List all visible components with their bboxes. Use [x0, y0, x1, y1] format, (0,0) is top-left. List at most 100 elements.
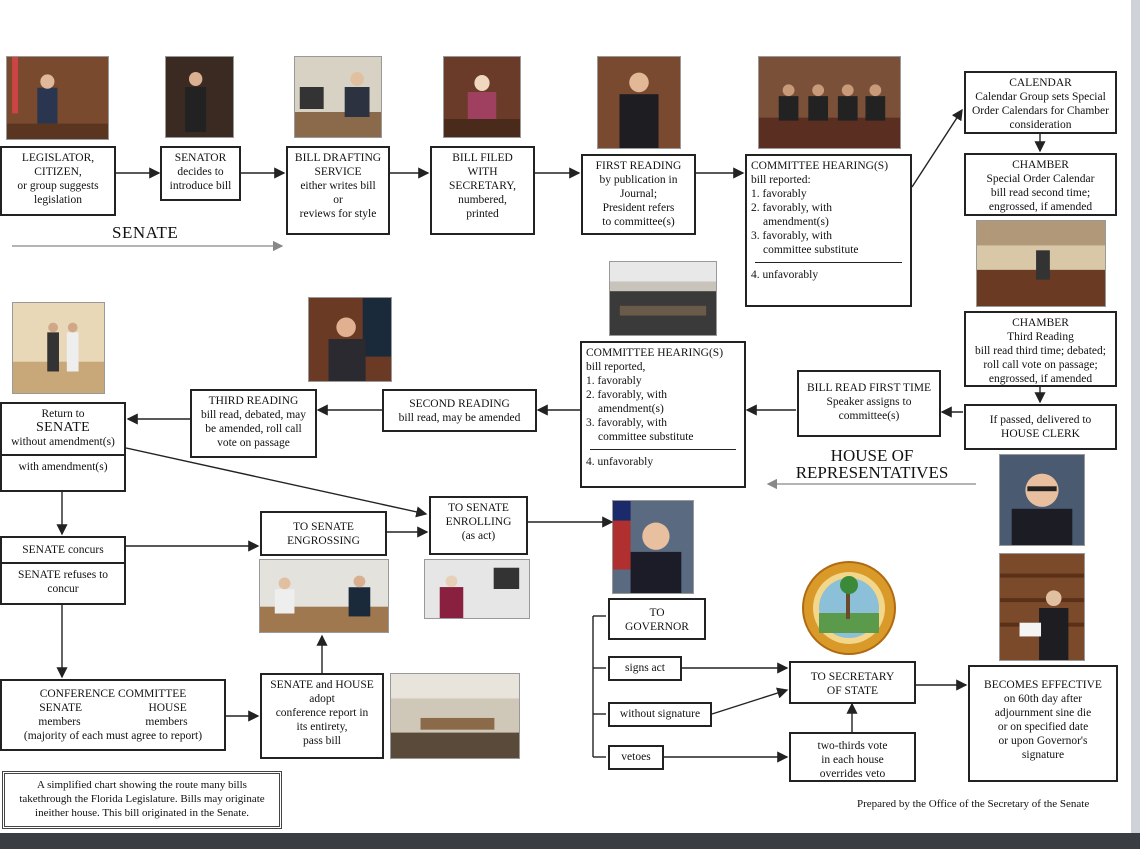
box-text: Journal; [619, 188, 658, 200]
photo-podium-speaker [6, 56, 109, 140]
photo-committee-panel [758, 56, 901, 149]
conference-house-members: members [145, 716, 188, 728]
box-text: SENATE [36, 420, 90, 435]
chart-note: A simplified chart showing the route man… [2, 771, 282, 829]
box-text: or [333, 194, 343, 206]
box-text: bill reported, [586, 361, 646, 373]
note-line: either house. This bill originated in th… [43, 807, 249, 819]
box-text: committee(s) [838, 410, 900, 422]
box-text: without amendment(s) [11, 436, 115, 448]
box-text: either writes bill [300, 180, 376, 192]
box-text: (as act) [461, 530, 496, 542]
box-text: 2. favorably, with [586, 389, 668, 401]
box-text: CALENDAR [1009, 77, 1072, 89]
box-text: COMMITTEE HEARING(S) [751, 160, 889, 172]
box-text: TO SECRETARY [810, 671, 895, 683]
box-text: 2. favorably, with [751, 202, 833, 214]
senate-engrossing-box: TO SENATE ENGROSSING [260, 511, 387, 556]
box-text: CHAMBER [1012, 159, 1069, 171]
box-text: printed [466, 208, 499, 220]
box-text: consideration [1009, 119, 1072, 131]
box-text: SERVICE [314, 166, 362, 178]
box-text: committee substitute [763, 244, 859, 256]
box-text: ENROLLING [445, 516, 512, 528]
box-text: Special Order Calendar [986, 173, 1095, 185]
without-signature-box: without signature [608, 702, 712, 727]
box-text: Third Reading [1007, 331, 1074, 343]
box-text: If passed, delivered to [989, 414, 1092, 426]
box-text: signature [1021, 749, 1065, 761]
box-text: TO SENATE [293, 521, 354, 533]
box-text: ENGROSSING [287, 535, 360, 547]
box-text: BECOMES EFFECTIVE [984, 679, 1102, 691]
house-label-line2: REPRESENTATIVES [795, 463, 949, 482]
box-text: amendment(s) [763, 216, 829, 228]
box-text: Order Calendars for Chamber [972, 105, 1109, 117]
photo-office-worker [294, 56, 382, 138]
box-text: committee substitute [598, 431, 694, 443]
box-text: BILL FILED [452, 152, 513, 164]
photo-law-library [999, 553, 1085, 661]
box-text: Return to [41, 408, 85, 420]
box-text: 4. unfavorably [586, 456, 654, 468]
conference-senate-label: SENATE [39, 702, 83, 714]
box-text: numbered, [458, 194, 507, 206]
house-section-label: HOUSE OF REPRESENTATIVES [782, 447, 962, 481]
conference-committee-box: CONFERENCE COMMITTEE SENATE HOUSE member… [0, 679, 226, 751]
box-text: 3. favorably, with [586, 417, 668, 429]
box-text: SENATE and HOUSE [270, 679, 374, 691]
prepared-by-credit: Prepared by the Office of the Secretary … [857, 798, 1090, 810]
box-text: 4. unfavorably [751, 269, 819, 281]
box-text: overrides veto [819, 768, 886, 780]
box-text: SENATE refuses to [17, 569, 109, 581]
box-text: CHAMBER [1012, 317, 1069, 329]
box-text: Calendar Group sets Special [975, 91, 1106, 103]
box-text: 1. favorably [751, 188, 807, 200]
box-text: engrossed, if amended [988, 373, 1093, 385]
box-text: bill read, may be amended [398, 412, 521, 424]
box-text: be amended, roll call [205, 423, 302, 435]
photo-senate-chamber [976, 220, 1106, 307]
chamber-third-reading-box: CHAMBER Third Reading bill read third time… [964, 311, 1117, 387]
box-text: in each house [821, 754, 884, 766]
box-text: (majority of each must agree to report) [23, 730, 203, 742]
photo-engrossing-office [259, 559, 389, 633]
box-text: Speaker assigns to [826, 396, 912, 408]
box-text: HOUSE CLERK [1001, 428, 1080, 440]
box-text: amendment(s) [598, 403, 664, 415]
box-text: CONFERENCE COMMITTEE [39, 688, 187, 700]
box-text: adjournment sine die [994, 707, 1092, 719]
delivered-house-clerk-box: If passed, delivered to HOUSE CLERK [964, 404, 1117, 450]
box-text: TO SENATE [448, 502, 509, 514]
box-text: vetoes [621, 751, 651, 763]
box-text: bill reported: [751, 174, 811, 186]
signs-act-box: signs act [608, 656, 682, 681]
house-committee-box: COMMITTEE HEARING(S) bill reported, 1. f… [580, 341, 746, 488]
box-text: to committee(s) [602, 216, 675, 228]
box-text: introduce bill [169, 180, 232, 192]
photo-enrolling-office [424, 559, 530, 619]
box-text: WITH [467, 166, 498, 178]
viewer-bottom-bar [0, 833, 1140, 849]
box-text: or on specified date [997, 721, 1089, 733]
box-text: SECRETARY, [449, 180, 516, 192]
senate-enrolling-box: TO SENATE ENROLLING (as act) [429, 496, 528, 555]
box-text: adopt [309, 693, 335, 705]
box-text: FIRST READING [595, 160, 682, 172]
box-text: roll call vote on passage; [983, 359, 1098, 371]
box-text: LEGISLATOR, [21, 152, 95, 164]
box-text: OF STATE [826, 685, 879, 697]
box-text: concur [47, 583, 79, 595]
box-text: THIRD READING [208, 395, 299, 407]
box-text: bill read third time; debated; [975, 345, 1106, 357]
photo-house-clerk [999, 454, 1085, 546]
